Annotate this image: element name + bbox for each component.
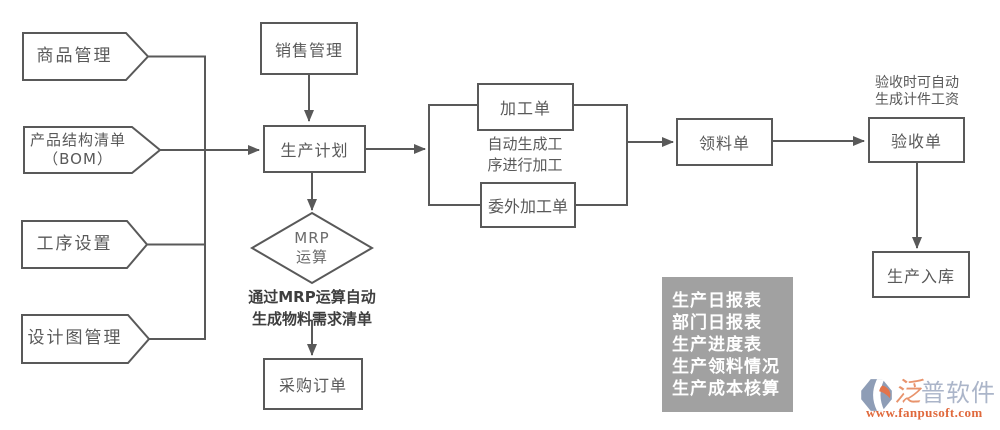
- node-label: 生产入库: [886, 266, 955, 286]
- report-item: 部门日报表: [672, 313, 762, 333]
- node-purchase-order: 采购订单: [263, 358, 363, 410]
- processing-annotation-line1: 自动生成工: [487, 135, 563, 153]
- acceptance-annotation: 验收时可自动 生成计件工资: [866, 75, 968, 109]
- mrp-annotation-line2: 生成物料需求清单: [251, 310, 372, 328]
- acceptance-annotation-line1: 验收时可自动: [875, 75, 959, 91]
- input-design-drawing: 设计图管理: [22, 315, 128, 363]
- node-label: 生产计划: [280, 141, 349, 160]
- report-item: 生产领料情况: [672, 357, 780, 377]
- node-production-plan: 生产计划: [263, 125, 366, 173]
- brand-first-char: 泛: [894, 377, 921, 408]
- fanpu-brand-text: 泛 普软件: [894, 372, 996, 406]
- input-label: 产品结构清单: [29, 131, 126, 150]
- processing-annotation-line2: 序进行加工: [487, 156, 563, 174]
- mrp-label-line2: 运算: [295, 248, 328, 266]
- input-label: 工序设置: [36, 233, 113, 254]
- fanpu-logo-icon: [861, 379, 892, 411]
- node-label: 销售管理: [274, 40, 343, 60]
- fanpu-website-url: www.fanpusoft.com: [866, 405, 983, 420]
- processing-annotation: 自动生成工 序进行加工: [473, 134, 577, 176]
- acceptance-annotation-line2: 生成计件工资: [875, 92, 959, 108]
- input-process-setup: 工序设置: [22, 221, 127, 268]
- mrp-annotation: 通过MRP运算自动 生成物料需求清单: [232, 286, 392, 330]
- node-production-inbound: 生产入库: [872, 251, 970, 298]
- input-label: 设计图管理: [27, 328, 123, 349]
- node-acceptance: 验收单: [868, 117, 965, 163]
- brand-rest-chars: 普软件: [921, 378, 996, 407]
- node-label: 验收单: [890, 132, 942, 151]
- node-label: 领料单: [698, 134, 750, 153]
- input-label-line2: （BOM）: [43, 150, 113, 168]
- node-label: 采购订单: [278, 376, 347, 395]
- node-label: 委外加工单: [487, 197, 568, 216]
- input-bom: 产品结构清单 （BOM）: [24, 127, 132, 173]
- node-processing-order: 加工单: [477, 83, 574, 131]
- mrp-label-line1: MRP: [294, 228, 330, 247]
- node-material-requisition: 领料单: [676, 118, 773, 166]
- reports-panel: 生产日报表 部门日报表 生产进度表 生产领料情况 生产成本核算: [662, 277, 793, 412]
- report-item: 生产进度表: [672, 335, 762, 355]
- node-outsourcing-order: 委外加工单: [480, 182, 576, 228]
- input-goods-management: 商品管理: [23, 33, 126, 80]
- input-pentagons: [21, 32, 162, 364]
- node-sales-management: 销售管理: [260, 22, 358, 75]
- mrp-annotation-line1: 通过MRP运算自动: [248, 288, 376, 306]
- input-label: 商品管理: [36, 45, 113, 66]
- node-label: 加工单: [499, 99, 551, 118]
- report-item: 生产日报表: [672, 291, 762, 311]
- report-item: 生产成本核算: [672, 379, 780, 399]
- mrp-diamond-label: MRP 运算: [272, 222, 352, 274]
